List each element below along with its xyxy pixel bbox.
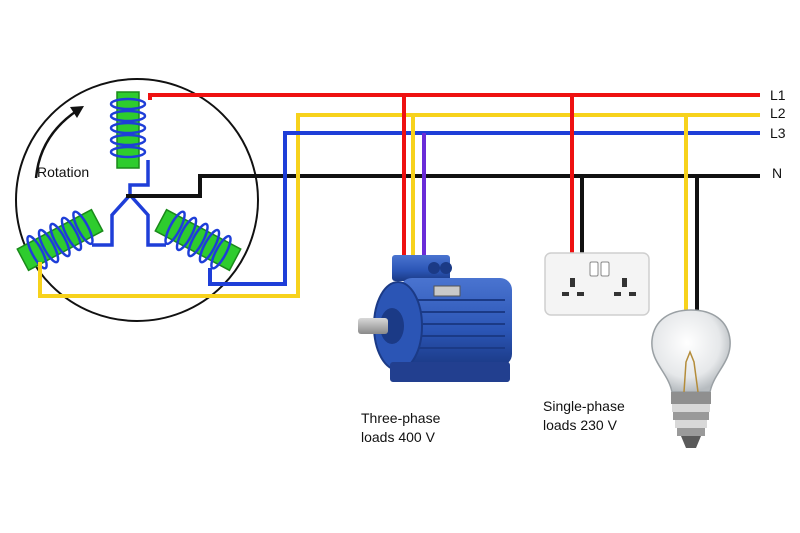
neutral-star-wire bbox=[126, 174, 760, 198]
bulb-icon bbox=[651, 309, 731, 448]
single-phase-label-2: loads 230 V bbox=[543, 417, 617, 433]
rotation-arrowhead-icon bbox=[70, 106, 84, 118]
wire-l3-main bbox=[208, 131, 760, 286]
line-label-n: N bbox=[772, 165, 783, 181]
coil-left bbox=[16, 208, 104, 272]
wire-l1-main bbox=[148, 93, 760, 100]
generator-circle bbox=[15, 78, 259, 322]
socket-icon bbox=[544, 252, 650, 316]
motor-icon bbox=[358, 255, 512, 382]
line-label-l3: L3 bbox=[770, 125, 786, 141]
rotation-arrow-icon bbox=[34, 108, 79, 179]
rotation-label: Rotation bbox=[37, 164, 90, 180]
coil-right bbox=[154, 208, 242, 272]
wire-l2-main bbox=[38, 113, 760, 298]
coil-top bbox=[109, 91, 147, 169]
star-winding bbox=[92, 160, 166, 247]
three-phase-label-2: loads 400 V bbox=[361, 429, 435, 445]
three-phase-label-1: Three-phase bbox=[361, 410, 441, 426]
single-phase-label-1: Single-phase bbox=[543, 398, 625, 414]
line-label-l2: L2 bbox=[770, 105, 786, 121]
line-label-l1: L1 bbox=[770, 87, 786, 103]
